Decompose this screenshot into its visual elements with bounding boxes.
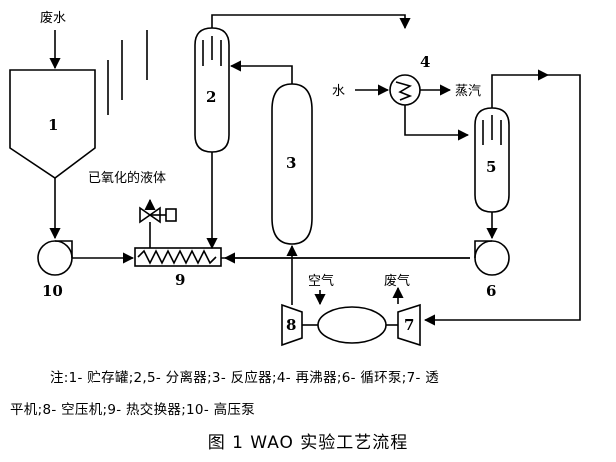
storage-tank-1	[9, 69, 96, 240]
label-8: 8	[286, 316, 296, 334]
label-7: 7	[404, 316, 414, 334]
wastewater-label: 废水	[40, 10, 66, 26]
heat-exchanger-9	[134, 247, 222, 267]
reactor-3	[271, 83, 313, 245]
gas-to-turbine7	[423, 74, 581, 326]
label-1: 1	[48, 116, 58, 134]
label-9: 9	[175, 271, 185, 289]
figure-caption: 图 1 WAO 实验工艺流程	[207, 433, 409, 453]
oxidized-liquid-label: 已氧化的液体	[88, 170, 166, 186]
circulation-pump-6	[474, 240, 510, 276]
high-pressure-pump-10	[37, 240, 73, 276]
steam-label: 蒸汽	[455, 84, 481, 99]
label-6: 6	[486, 282, 496, 300]
separator-5	[474, 107, 510, 213]
label-4: 4	[420, 53, 430, 71]
reboiler4-to-sep5	[404, 105, 470, 141]
label-5: 5	[486, 158, 496, 176]
water-label: 水	[332, 84, 345, 99]
label-2: 2	[206, 88, 216, 106]
separator-2	[194, 27, 230, 153]
label-10: 10	[42, 282, 63, 300]
valve-icon	[139, 206, 177, 228]
sep5-top-to-right	[491, 69, 550, 108]
reactor-top-to-sep2	[229, 60, 293, 84]
label-3: 3	[286, 154, 296, 172]
turbine-7	[397, 303, 421, 347]
legend-note-line2: 平机;8- 空压机;9- 热交换器;10- 高压泵	[10, 402, 255, 418]
reboiler-4	[389, 74, 421, 106]
legend-note-line1: 注:1- 贮存罐;2,5- 分离器;3- 反应器;4- 再沸器;6- 循环泵;7…	[50, 370, 440, 386]
air-label: 空气	[308, 273, 334, 289]
sep2-top-to-reboiler4	[211, 14, 411, 30]
air-compressor-8	[281, 303, 303, 347]
motor	[317, 306, 387, 344]
exhaust-label: 废气	[384, 273, 410, 289]
process-flow-diagram: 废水 已氧化的液体 水 蒸汽 空气 废气 1 2 3 4 5 6 7 8 9 1…	[9, 10, 581, 347]
